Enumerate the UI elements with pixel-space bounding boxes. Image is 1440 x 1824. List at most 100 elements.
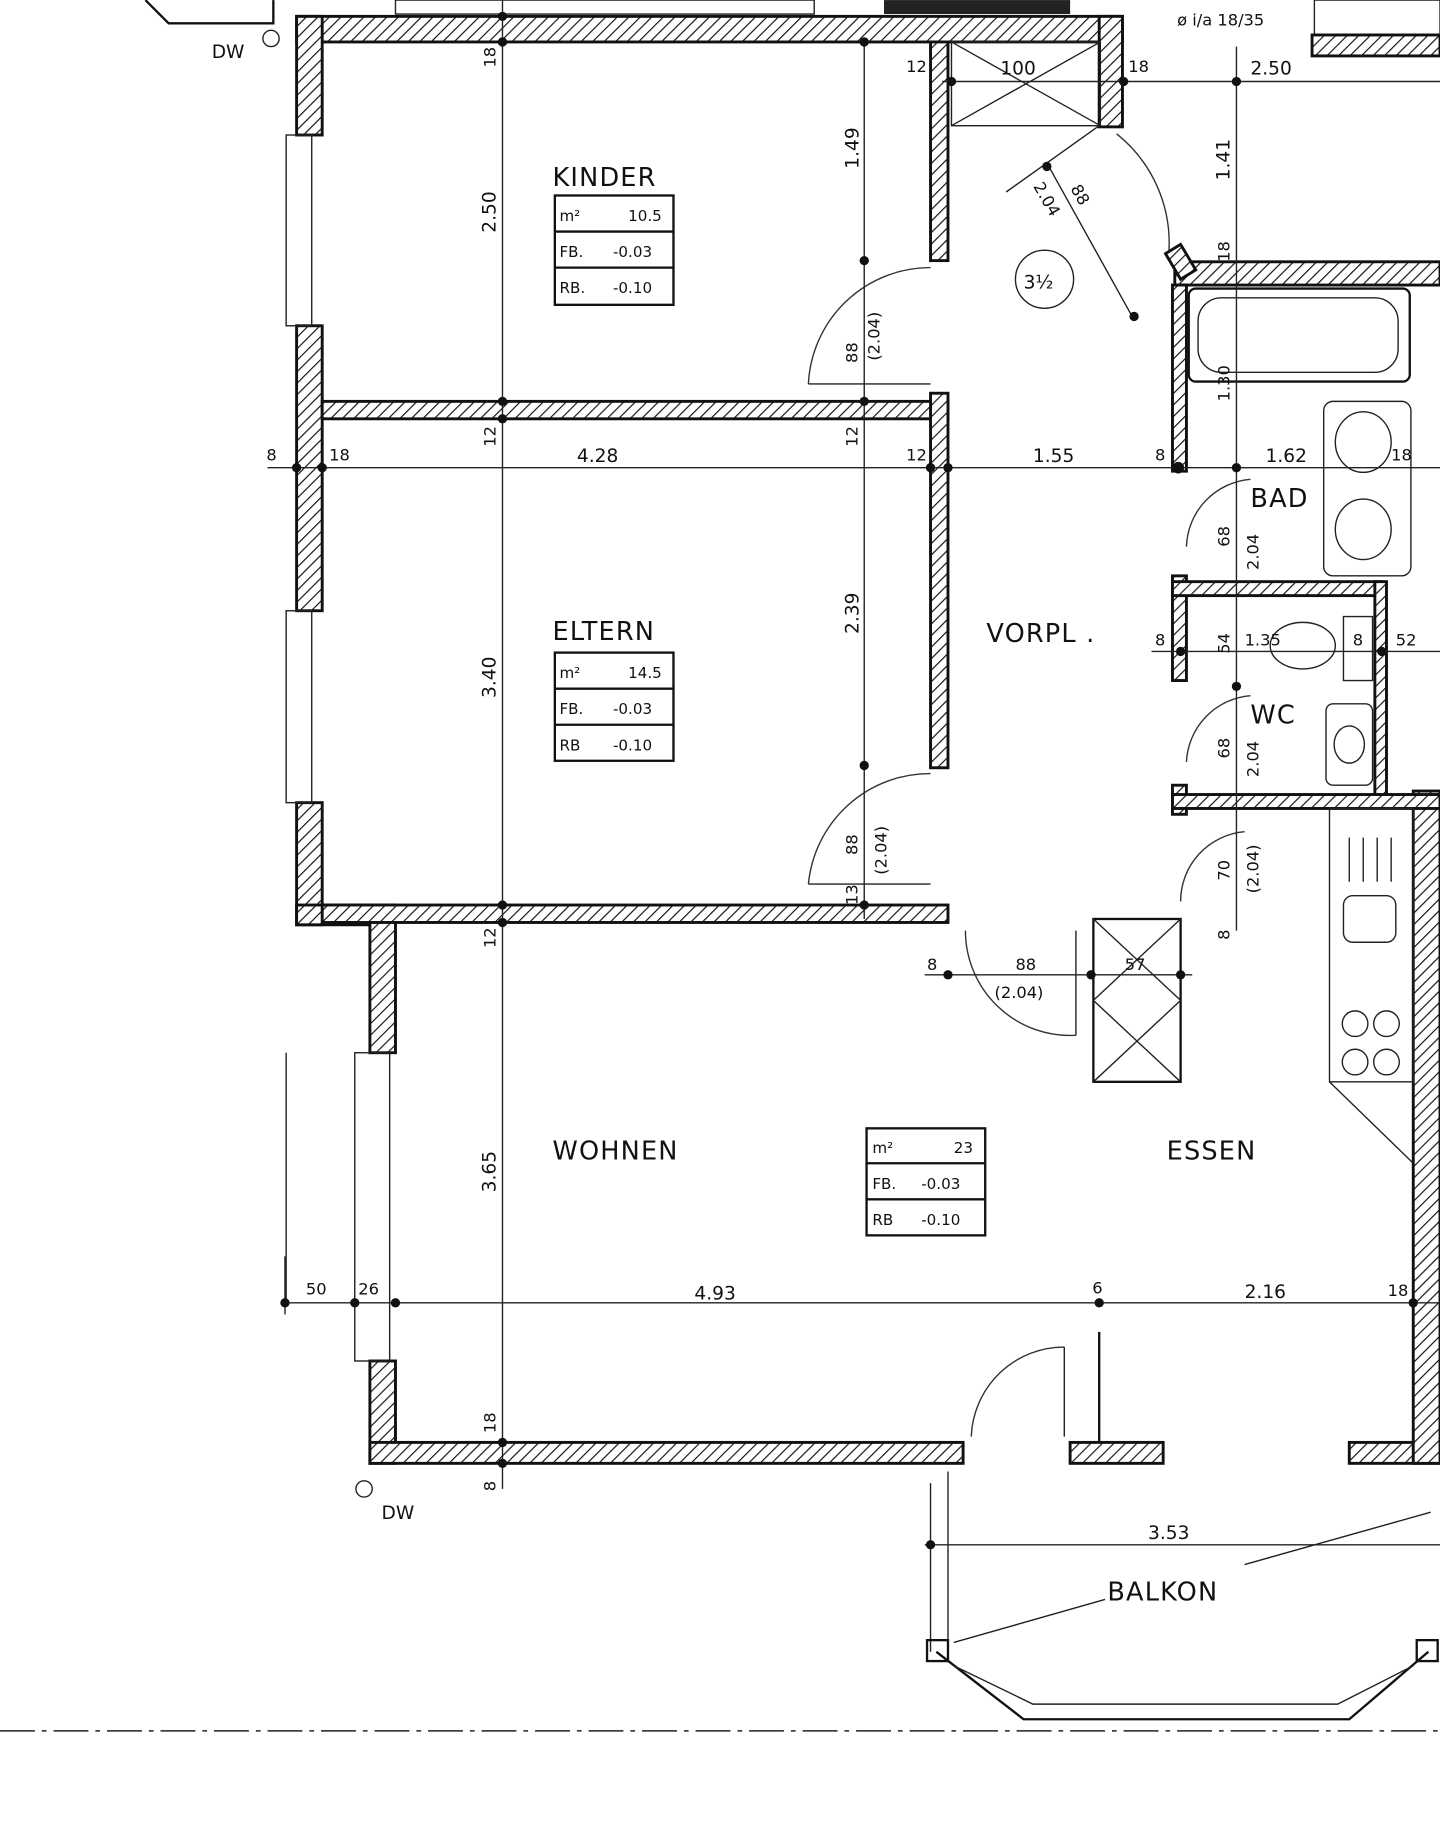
dimension-label: 23 [954, 1139, 973, 1157]
dimension-label: 2.16 [1245, 1282, 1286, 1303]
dimension-label: 8 [1155, 446, 1165, 465]
dimension-label: RB [872, 1211, 893, 1229]
dimension-label: 10.5 [628, 207, 662, 225]
top-neighbour-walls [144, 0, 1440, 57]
dimension-label: 13 [842, 884, 861, 905]
dimension-label: 1.35 [1245, 631, 1281, 650]
dimension-label: 8 [481, 1481, 500, 1491]
dimension-label: 68 [1214, 526, 1233, 547]
dimension-label: FB. [559, 700, 583, 718]
dw-marker-bottom: DW [382, 1503, 415, 1524]
windows [285, 134, 391, 1362]
balcony [0, 1471, 1440, 1732]
dimension-label: 88 [842, 342, 861, 363]
room-wohnen: WOHNEN [553, 1137, 679, 1167]
dimension-label: -0.10 [613, 279, 652, 297]
dimension-label: 18 [329, 446, 350, 465]
dimension-labels: 18 2.50 1.49 12 100 18 2.50 1.41 2.04 88… [266, 47, 1416, 1544]
dimension-label: 18 [481, 1412, 500, 1433]
sink [1322, 400, 1412, 577]
dimension-label: 12 [906, 446, 927, 465]
kitchen-counter [1328, 807, 1414, 1083]
dimension-label: (2.04) [864, 312, 883, 361]
room-essen: ESSEN [1167, 1137, 1257, 1167]
dimension-label: 12 [842, 426, 861, 447]
dimension-label: -0.03 [613, 700, 652, 718]
bathtub [1187, 287, 1411, 383]
dimension-label: m² [559, 664, 580, 682]
dimension-label: 57 [1125, 955, 1146, 974]
doors [807, 266, 1251, 1443]
room-kinder: KINDER [553, 163, 657, 193]
dimension-label: 3.40 [480, 657, 501, 698]
dimension-label: 18 [1388, 1281, 1409, 1300]
dimension-label: 1.30 [1214, 365, 1233, 401]
dimension-label: 8 [1353, 631, 1363, 650]
toilet [1269, 621, 1337, 670]
dw-marker-top: DW [212, 42, 245, 63]
dimension-label: 3.53 [1148, 1523, 1189, 1544]
dimension-label: 18 [481, 47, 500, 68]
wc-sink [1325, 703, 1374, 786]
room-vorpl: VORPL . [986, 619, 1095, 649]
dimension-label: RB [559, 736, 580, 754]
dimension-label: 8 [927, 955, 937, 974]
dimension-label: -0.10 [613, 736, 652, 754]
markers: DW DW 3½ ø i/a 18/35 [212, 11, 1265, 1525]
dimension-label: 26 [358, 1280, 379, 1299]
dimension-label: -0.03 [613, 243, 652, 261]
top-right-note: ø i/a 18/35 [1177, 11, 1264, 30]
shaft [1092, 917, 1182, 1083]
area-table-eltern: m² 14.5 FB. -0.03 RB -0.10 [553, 651, 675, 762]
dimension-label: 18 [1391, 446, 1412, 465]
dimension-label: 54 [1214, 633, 1233, 654]
dimension-label: 12 [481, 426, 500, 447]
fixtures [1187, 287, 1414, 1164]
dimension-label: 68 [1214, 738, 1233, 759]
dimension-label: 2.04 [1244, 741, 1263, 777]
dimension-label: 88 [1015, 955, 1036, 974]
dimension-label: 50 [306, 1280, 327, 1299]
dimension-lines [267, 0, 1440, 1550]
dimension-label: 3.65 [480, 1151, 501, 1192]
dimension-label: 18 [1214, 241, 1233, 262]
dimension-label: 4.28 [577, 446, 618, 467]
dimension-label: 6 [1092, 1279, 1102, 1298]
dimension-label: RB. [559, 279, 585, 297]
dimension-label: 70 [1214, 860, 1233, 881]
dimension-label: 8 [266, 446, 276, 465]
room-wc: WC [1250, 701, 1295, 731]
dimension-label: 1.49 [842, 127, 863, 168]
dimension-label: 8 [1155, 631, 1165, 650]
dimension-label: 100 [1000, 59, 1036, 80]
dimension-label: (2.04) [995, 983, 1044, 1002]
dimension-label: 1.55 [1033, 446, 1074, 467]
room-bad: BAD [1250, 484, 1308, 514]
dimension-label: 2.04 [1244, 534, 1263, 570]
dimension-label: 88 [842, 834, 861, 855]
dimension-label: 12 [906, 57, 927, 76]
dimension-label: 1.41 [1213, 139, 1234, 180]
stair-number: 3½ [1024, 273, 1054, 294]
dimension-label: 2.50 [1250, 59, 1291, 80]
dimension-label: 4.93 [694, 1283, 735, 1304]
entry-stair [950, 41, 1198, 321]
dimension-label: 18 [1128, 57, 1149, 76]
dimension-label: 8 [1214, 930, 1233, 940]
walls [295, 14, 1440, 1465]
dimension-label: -0.10 [921, 1211, 960, 1229]
room-eltern: ELTERN [553, 617, 656, 647]
dimension-label: 2.50 [480, 191, 501, 232]
dimension-label: 12 [481, 927, 500, 948]
dimension-label: FB. [872, 1175, 896, 1193]
room-labels: KINDER ELTERN WOHNEN ESSEN VORPL . BAD W… [553, 163, 1308, 1608]
dimension-label: 52 [1396, 631, 1417, 650]
dimension-label: 14.5 [628, 664, 662, 682]
dimension-label: 1.62 [1266, 446, 1307, 467]
room-balkon: BALKON [1107, 1578, 1218, 1608]
dimension-label: m² [872, 1139, 893, 1157]
dimension-label: 2.39 [842, 593, 863, 634]
